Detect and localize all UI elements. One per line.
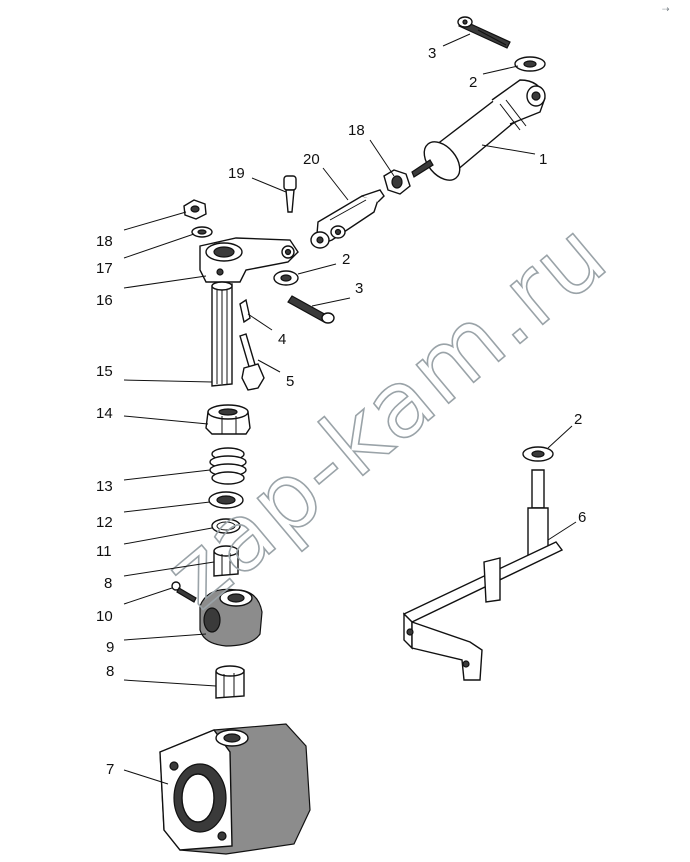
callout-5: 5	[286, 373, 294, 390]
part-6-bracket	[402, 469, 564, 681]
part-18-left-nut	[183, 199, 207, 220]
callout-9: 9	[106, 639, 114, 656]
part-9-housing	[199, 588, 263, 647]
callout-7: 7	[106, 761, 114, 778]
part-3-middle-pin	[287, 295, 335, 324]
callout-11: 11	[96, 543, 112, 560]
callout-12: 12	[96, 514, 113, 531]
callout-16: 16	[96, 292, 113, 309]
callout-8-upper: 8	[104, 575, 112, 592]
part-12-washer	[208, 491, 244, 509]
part-4-key	[239, 298, 251, 324]
callout-17: 17	[96, 260, 113, 277]
part-11-snap-ring	[211, 518, 241, 534]
callout-2-right: 2	[574, 411, 582, 428]
callout-2-top: 2	[469, 74, 477, 91]
callout-labels: 3 2 1 18 20 19 18 17 16 2 3 4 5 15 14 13…	[96, 45, 586, 778]
part-19-pin	[283, 175, 297, 213]
callout-13: 13	[96, 478, 113, 495]
callout-2-middle: 2	[342, 251, 350, 268]
callout-4: 4	[278, 331, 286, 348]
part-20-clevis	[310, 189, 385, 249]
part-2-top-washer	[514, 56, 546, 72]
corner-mark: ⇢	[662, 5, 670, 15]
part-2-middle-washer	[273, 270, 299, 286]
part-17-washer	[191, 226, 213, 238]
callout-3-middle: 3	[355, 280, 363, 297]
part-15-shaft	[211, 281, 233, 387]
part-14-bushing	[205, 404, 251, 435]
callout-1: 1	[539, 151, 547, 168]
part-8-upper-sleeve	[213, 545, 239, 577]
callout-18-right: 18	[348, 122, 365, 139]
part-18-right-nut	[383, 169, 411, 195]
part-3-top-pin	[457, 16, 511, 49]
part-7-base-body	[159, 723, 311, 855]
callout-15: 15	[96, 363, 113, 380]
callout-8-lower: 8	[106, 663, 114, 680]
part-5-bolt	[239, 333, 265, 391]
callout-14: 14	[96, 405, 113, 422]
part-10-screw	[171, 581, 197, 603]
leader-lines	[123, 33, 577, 785]
callout-18-left: 18	[96, 233, 113, 250]
callout-3-top: 3	[428, 45, 436, 62]
part-8-lower-sleeve	[215, 665, 245, 699]
part-2-right-washer	[522, 446, 554, 462]
callout-19: 19	[228, 165, 245, 182]
callout-10: 10	[96, 608, 113, 625]
callout-20: 20	[303, 151, 320, 168]
part-13-spring	[209, 447, 247, 485]
callout-6: 6	[578, 509, 586, 526]
part-1-cylinder	[411, 79, 546, 181]
part-16-lever	[199, 237, 299, 283]
